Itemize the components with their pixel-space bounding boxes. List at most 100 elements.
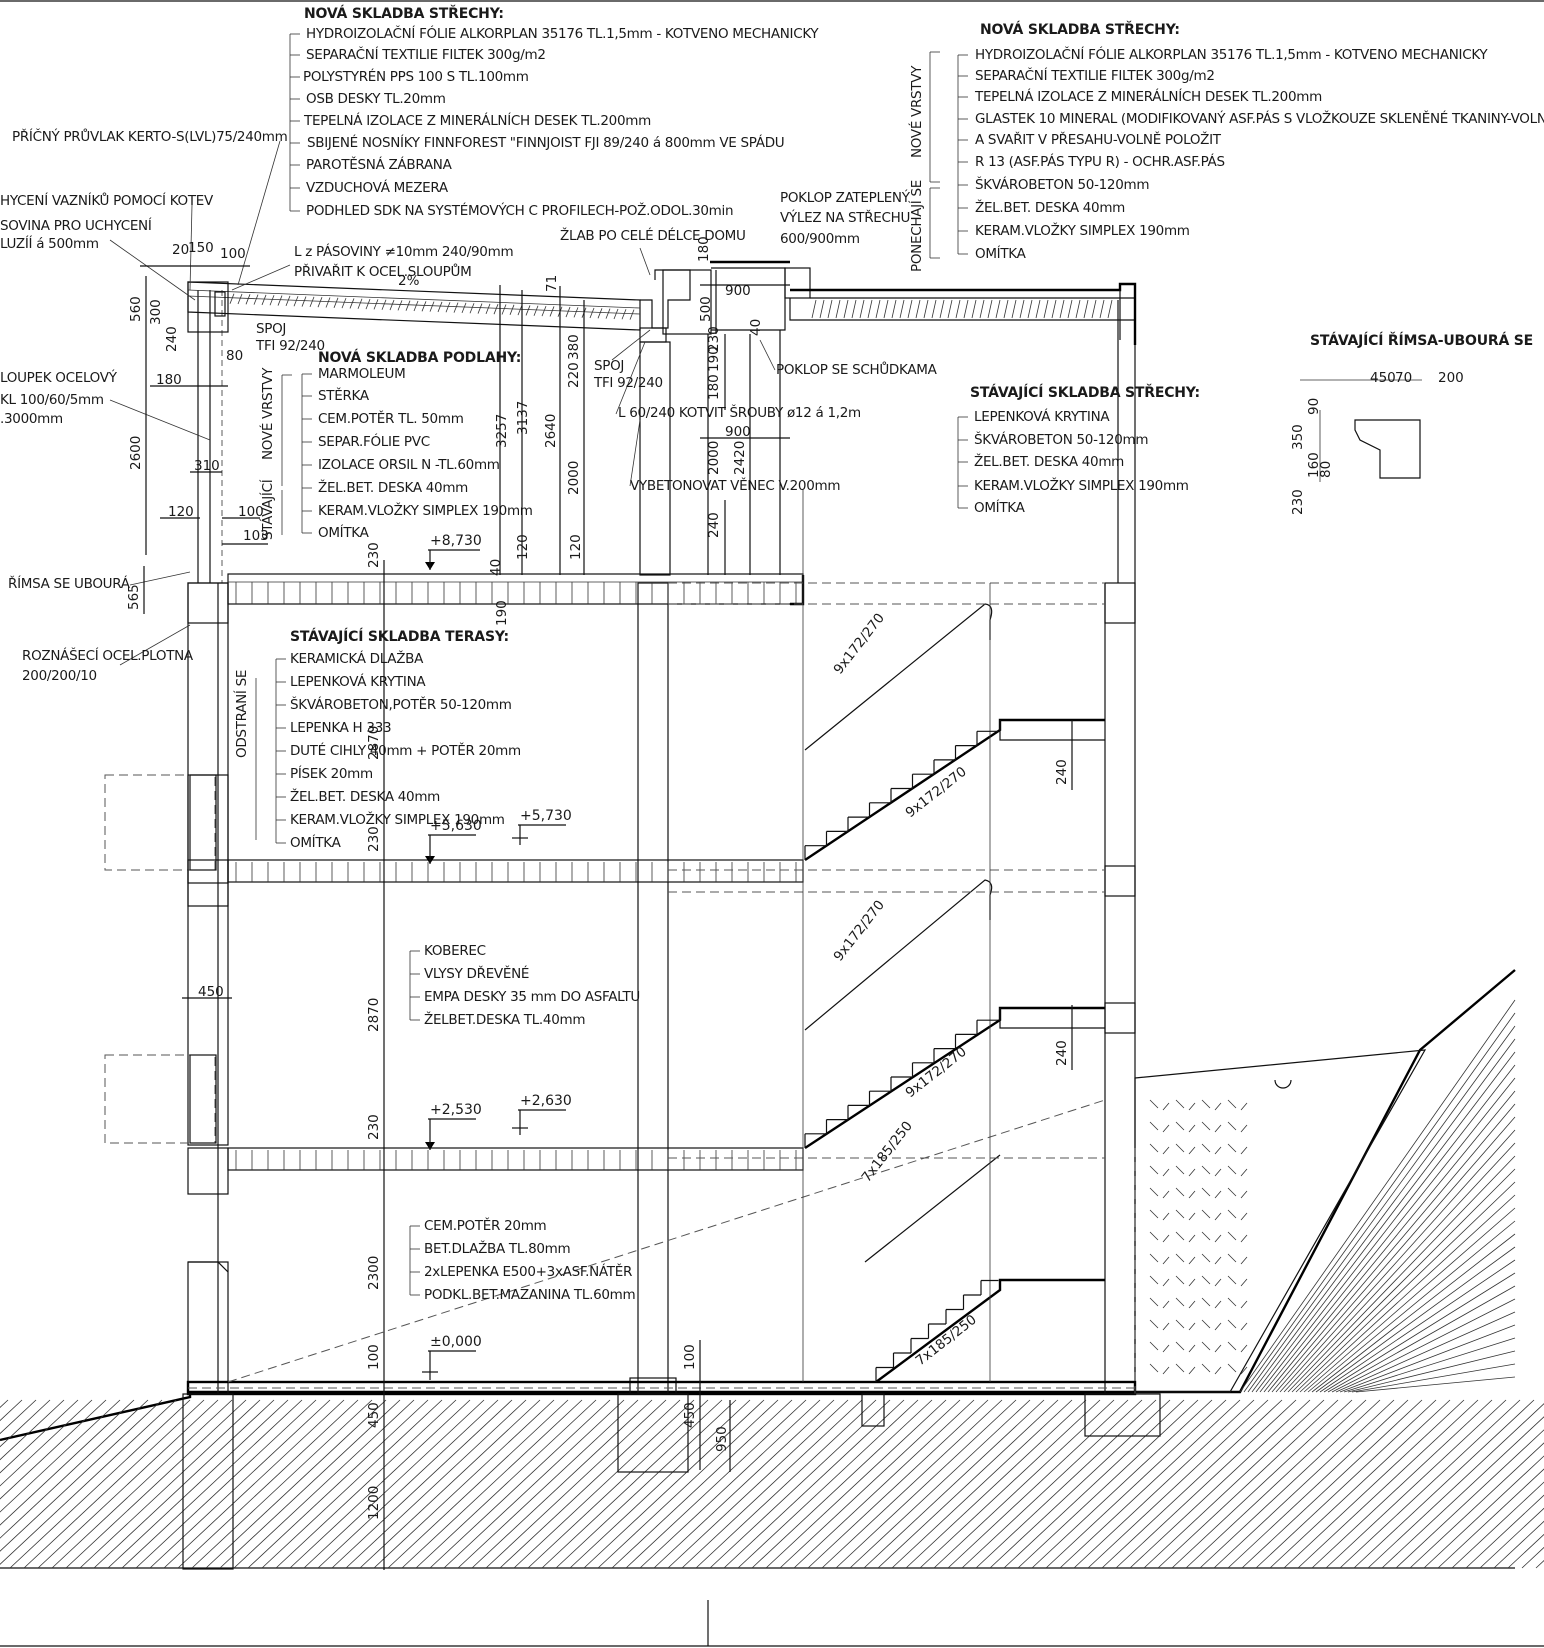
existing-roof-header: STÁVAJÍCÍ SKLADBA STŘECHY:	[970, 384, 1200, 401]
layer: OMÍTKA	[290, 834, 342, 851]
dim: 2420	[732, 441, 748, 475]
dim: 3257	[494, 414, 510, 448]
dim: 100	[682, 1344, 698, 1370]
new-roof-left-notes: NOVÁ SKLADBA STŘECHY: HYDROIZOLAČNÍ FÓLI…	[303, 5, 820, 219]
dim: 71	[544, 275, 560, 292]
existing-roof-notes: STÁVAJÍCÍ SKLADBA STŘECHY: LEPENKOVÁ KRY…	[970, 384, 1200, 516]
dim: 2640	[543, 414, 559, 448]
side-label-keep: PONECHAJÍ SE	[908, 180, 925, 272]
side-label-keep: STÁVAJÍCÍ	[259, 479, 276, 540]
level-mark: ±0,000	[430, 1334, 482, 1350]
dimensions: 20 150 100 560 300 240 80 180 2600 310 1…	[126, 236, 1073, 1570]
layer: A SVAŘIT V PŘESAHU-VOLNĚ POLOŽIT	[975, 130, 1222, 148]
new-roof-left-header: NOVÁ SKLADBA STŘECHY:	[304, 5, 504, 22]
level-mark: +2,630	[520, 1093, 572, 1109]
callout: SPOJ	[256, 321, 286, 337]
layer: SEPARAČNÍ TEXTILIE FILTEK 300g/m2	[306, 45, 546, 63]
dim: 40	[748, 319, 764, 336]
dim: 240	[706, 512, 722, 538]
layer: VZDUCHOVÁ MEZERA	[306, 179, 449, 196]
note: HYCENÍ VAZNÍKŮ POMOCÍ KOTEV	[0, 191, 214, 209]
callout: SPOJ	[594, 358, 624, 374]
layer: EMPA DESKY 35 mm DO ASFALTU	[424, 989, 640, 1005]
dim: 100	[366, 1344, 382, 1370]
layer: LEPENKA H 333	[290, 720, 391, 736]
dim: 350	[1290, 424, 1306, 450]
stair-label: 9x172/270	[831, 897, 888, 964]
gutter	[640, 269, 691, 329]
layer: STĚRKA	[318, 387, 370, 404]
cornice-notes: STÁVAJÍCÍ ŘÍMSA-UBOURÁ SE 450 70 200 90 …	[1290, 332, 1533, 515]
layer: HYDROIZOLAČNÍ FÓLIE ALKORPLAN 35176 TL.1…	[975, 45, 1488, 63]
callout: POKLOP SE SCHŮDKAMA	[776, 360, 938, 378]
layer: CEM.POTĚR 20mm	[424, 1217, 546, 1234]
level-mark: +2,530	[430, 1102, 482, 1118]
layer: LEPENKOVÁ KRYTINA	[974, 408, 1110, 425]
side-label-remove: ODSTRANÍ SE	[233, 670, 250, 758]
dim: 160	[1306, 452, 1322, 478]
layer: R 13 (ASF.PÁS TYPU R) - OCHR.ASF.PÁS	[975, 153, 1225, 170]
callout: VYBETONOVAT VĚNEC V.200mm	[630, 477, 840, 494]
dim: 1200	[366, 1486, 382, 1520]
dim: 190	[706, 346, 722, 372]
left-wall-upper	[187, 582, 229, 884]
layer: OMÍTKA	[975, 245, 1027, 262]
layer: ŽEL.BET. DESKA 40mm	[974, 452, 1124, 470]
dim: 120	[168, 504, 194, 520]
dim: 70	[1395, 370, 1412, 386]
dim: 240	[164, 326, 180, 352]
note-leaders	[109, 33, 968, 1296]
dim: 230	[366, 542, 382, 568]
dim: 120	[568, 534, 584, 560]
level-markers: +8,730 +5,630 +5,730 +2,530 +2,630 ±0,00…	[422, 533, 572, 1380]
dim: 150	[188, 240, 214, 256]
dim: 230	[366, 826, 382, 852]
layer: TEPELNÁ IZOLACE Z MINERÁLNÍCH DESEK TL.2…	[303, 112, 651, 129]
layer: POLYSTYRÉN PPS 100 S TL.100mm	[303, 68, 529, 85]
new-floor-header: NOVÁ SKLADBA PODLAHY:	[318, 349, 521, 366]
dim: 2600	[128, 436, 144, 470]
dim: 100	[238, 504, 264, 520]
level-mark: +5,730	[520, 808, 572, 824]
dim: 2000	[566, 461, 582, 495]
callout: POKLOP ZATEPLENÝ	[780, 189, 911, 206]
dim: 240	[1054, 1040, 1070, 1066]
dim: 200	[1438, 370, 1464, 386]
existing-terrace-header: STÁVAJÍCÍ SKLADBA TERASY:	[290, 628, 509, 645]
layer: 2xLEPENKA E500+3xASF.NÁTĚR	[424, 1263, 632, 1280]
foundation-left	[182, 1393, 234, 1570]
callout: L z PÁSOVINY ≠10mm 240/90mm	[294, 243, 513, 260]
dim: 180	[706, 374, 722, 400]
left-edge-notes: PŘÍČNÝ PRŮVLAK KERTO-S(LVL)75/240mm HYCE…	[0, 127, 288, 684]
dim: 500	[698, 296, 714, 322]
dim: 900	[725, 283, 751, 299]
dim: 190	[494, 600, 510, 626]
layer: KERAM.VLOŽKY SIMPLEX 190mm	[975, 221, 1190, 239]
dim: 450	[366, 1402, 382, 1428]
staircase	[227, 490, 1136, 1383]
layer: ŠKVÁROBETON,POTĚR 50-120mm	[290, 695, 512, 713]
dim: 2000	[706, 441, 722, 475]
layer: ŠKVÁROBETON 50-120mm	[974, 430, 1148, 448]
layer: PODKL.BET.MAZANINA TL.60mm	[424, 1287, 635, 1303]
new-floor-notes: NOVÁ SKLADBA PODLAHY: MARMOLEUM STĚRKA C…	[259, 349, 533, 541]
layer: KERAM.VLOŽKY SIMPLEX 190mm	[974, 476, 1189, 494]
dim: 90	[1306, 398, 1322, 415]
slab-3	[227, 859, 804, 883]
note: SOVINA PRO UCHYCENÍ	[0, 217, 152, 234]
dim: 950	[714, 1426, 730, 1452]
layer: ŠKVÁROBETON 50-120mm	[975, 175, 1149, 193]
layer: KERAMICKÁ DLAŽBA	[290, 649, 424, 667]
dim: 103	[243, 528, 269, 544]
callout: L 60/240 KOTVIT ŠROUBY ø12 á 1,2m	[618, 403, 861, 421]
cornice-detail-drawing	[1300, 379, 1422, 482]
layer: ŽEL.BET. DESKA 40mm	[318, 478, 468, 496]
roof-structure	[187, 260, 1137, 576]
left-wall-lower	[187, 1261, 229, 1395]
note: 200/200/10	[22, 668, 97, 684]
layer: SEPARAČNÍ TEXTILIE FILTEK 300g/m2	[975, 66, 1215, 84]
foundation-mid	[617, 1393, 689, 1473]
stair-label: 7x185/250	[859, 1118, 916, 1185]
callout: TFI 92/240	[255, 338, 325, 354]
